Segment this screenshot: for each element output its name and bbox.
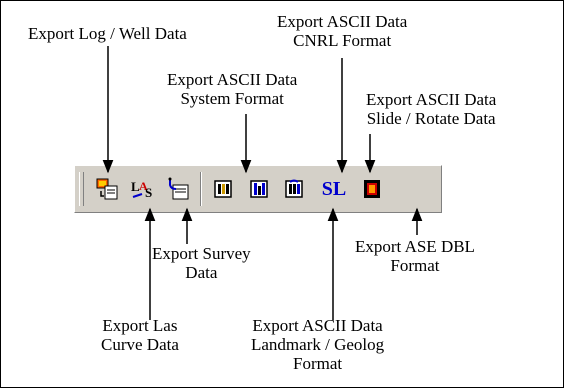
toolbar-grip[interactable] (79, 172, 84, 206)
ascii-landmark-icon (250, 180, 268, 198)
label-export-ascii-landmark: Export ASCII Data Landmark / Geolog Form… (251, 316, 385, 373)
slide-rotate-icon: SL (321, 177, 347, 200)
export-ase-dbl-button[interactable] (359, 176, 385, 202)
svg-text:L: L (131, 179, 140, 194)
export-ascii-cnrl-button[interactable] (281, 176, 307, 202)
label-export-ascii-slide: Export ASCII Data Slide / Rotate Data (366, 90, 497, 128)
export-ascii-landmark-button[interactable] (246, 176, 272, 202)
export-survey-button[interactable] (166, 176, 192, 202)
ascii-system-icon (214, 180, 232, 198)
ase-dbl-icon (364, 180, 380, 198)
export-log-well-button[interactable] (95, 176, 121, 202)
toolbar-separator (200, 172, 202, 206)
label-export-survey: Export Survey Data (152, 244, 251, 282)
label-export-ascii-cnrl: Export ASCII Data CNRL Format (277, 12, 408, 50)
export-toolbar: L A S (74, 165, 442, 213)
export-las-button[interactable]: L A S (130, 176, 156, 202)
label-export-ascii-system: Export ASCII Data System Format (167, 70, 298, 108)
export-ascii-system-button[interactable] (210, 176, 236, 202)
export-survey-icon (168, 177, 189, 200)
svg-text:A: A (139, 179, 148, 193)
label-export-las: Export Las Curve Data (101, 316, 179, 354)
export-log-well-icon (96, 178, 118, 200)
slide-rotate-button[interactable]: SL (317, 176, 351, 202)
label-export-ase-dbl: Export ASE DBL Format (355, 237, 475, 275)
svg-text:S: S (145, 185, 152, 200)
export-las-icon: L A S (131, 179, 152, 200)
label-export-log-well: Export Log / Well Data (28, 24, 187, 43)
ascii-cnrl-icon (285, 179, 303, 198)
